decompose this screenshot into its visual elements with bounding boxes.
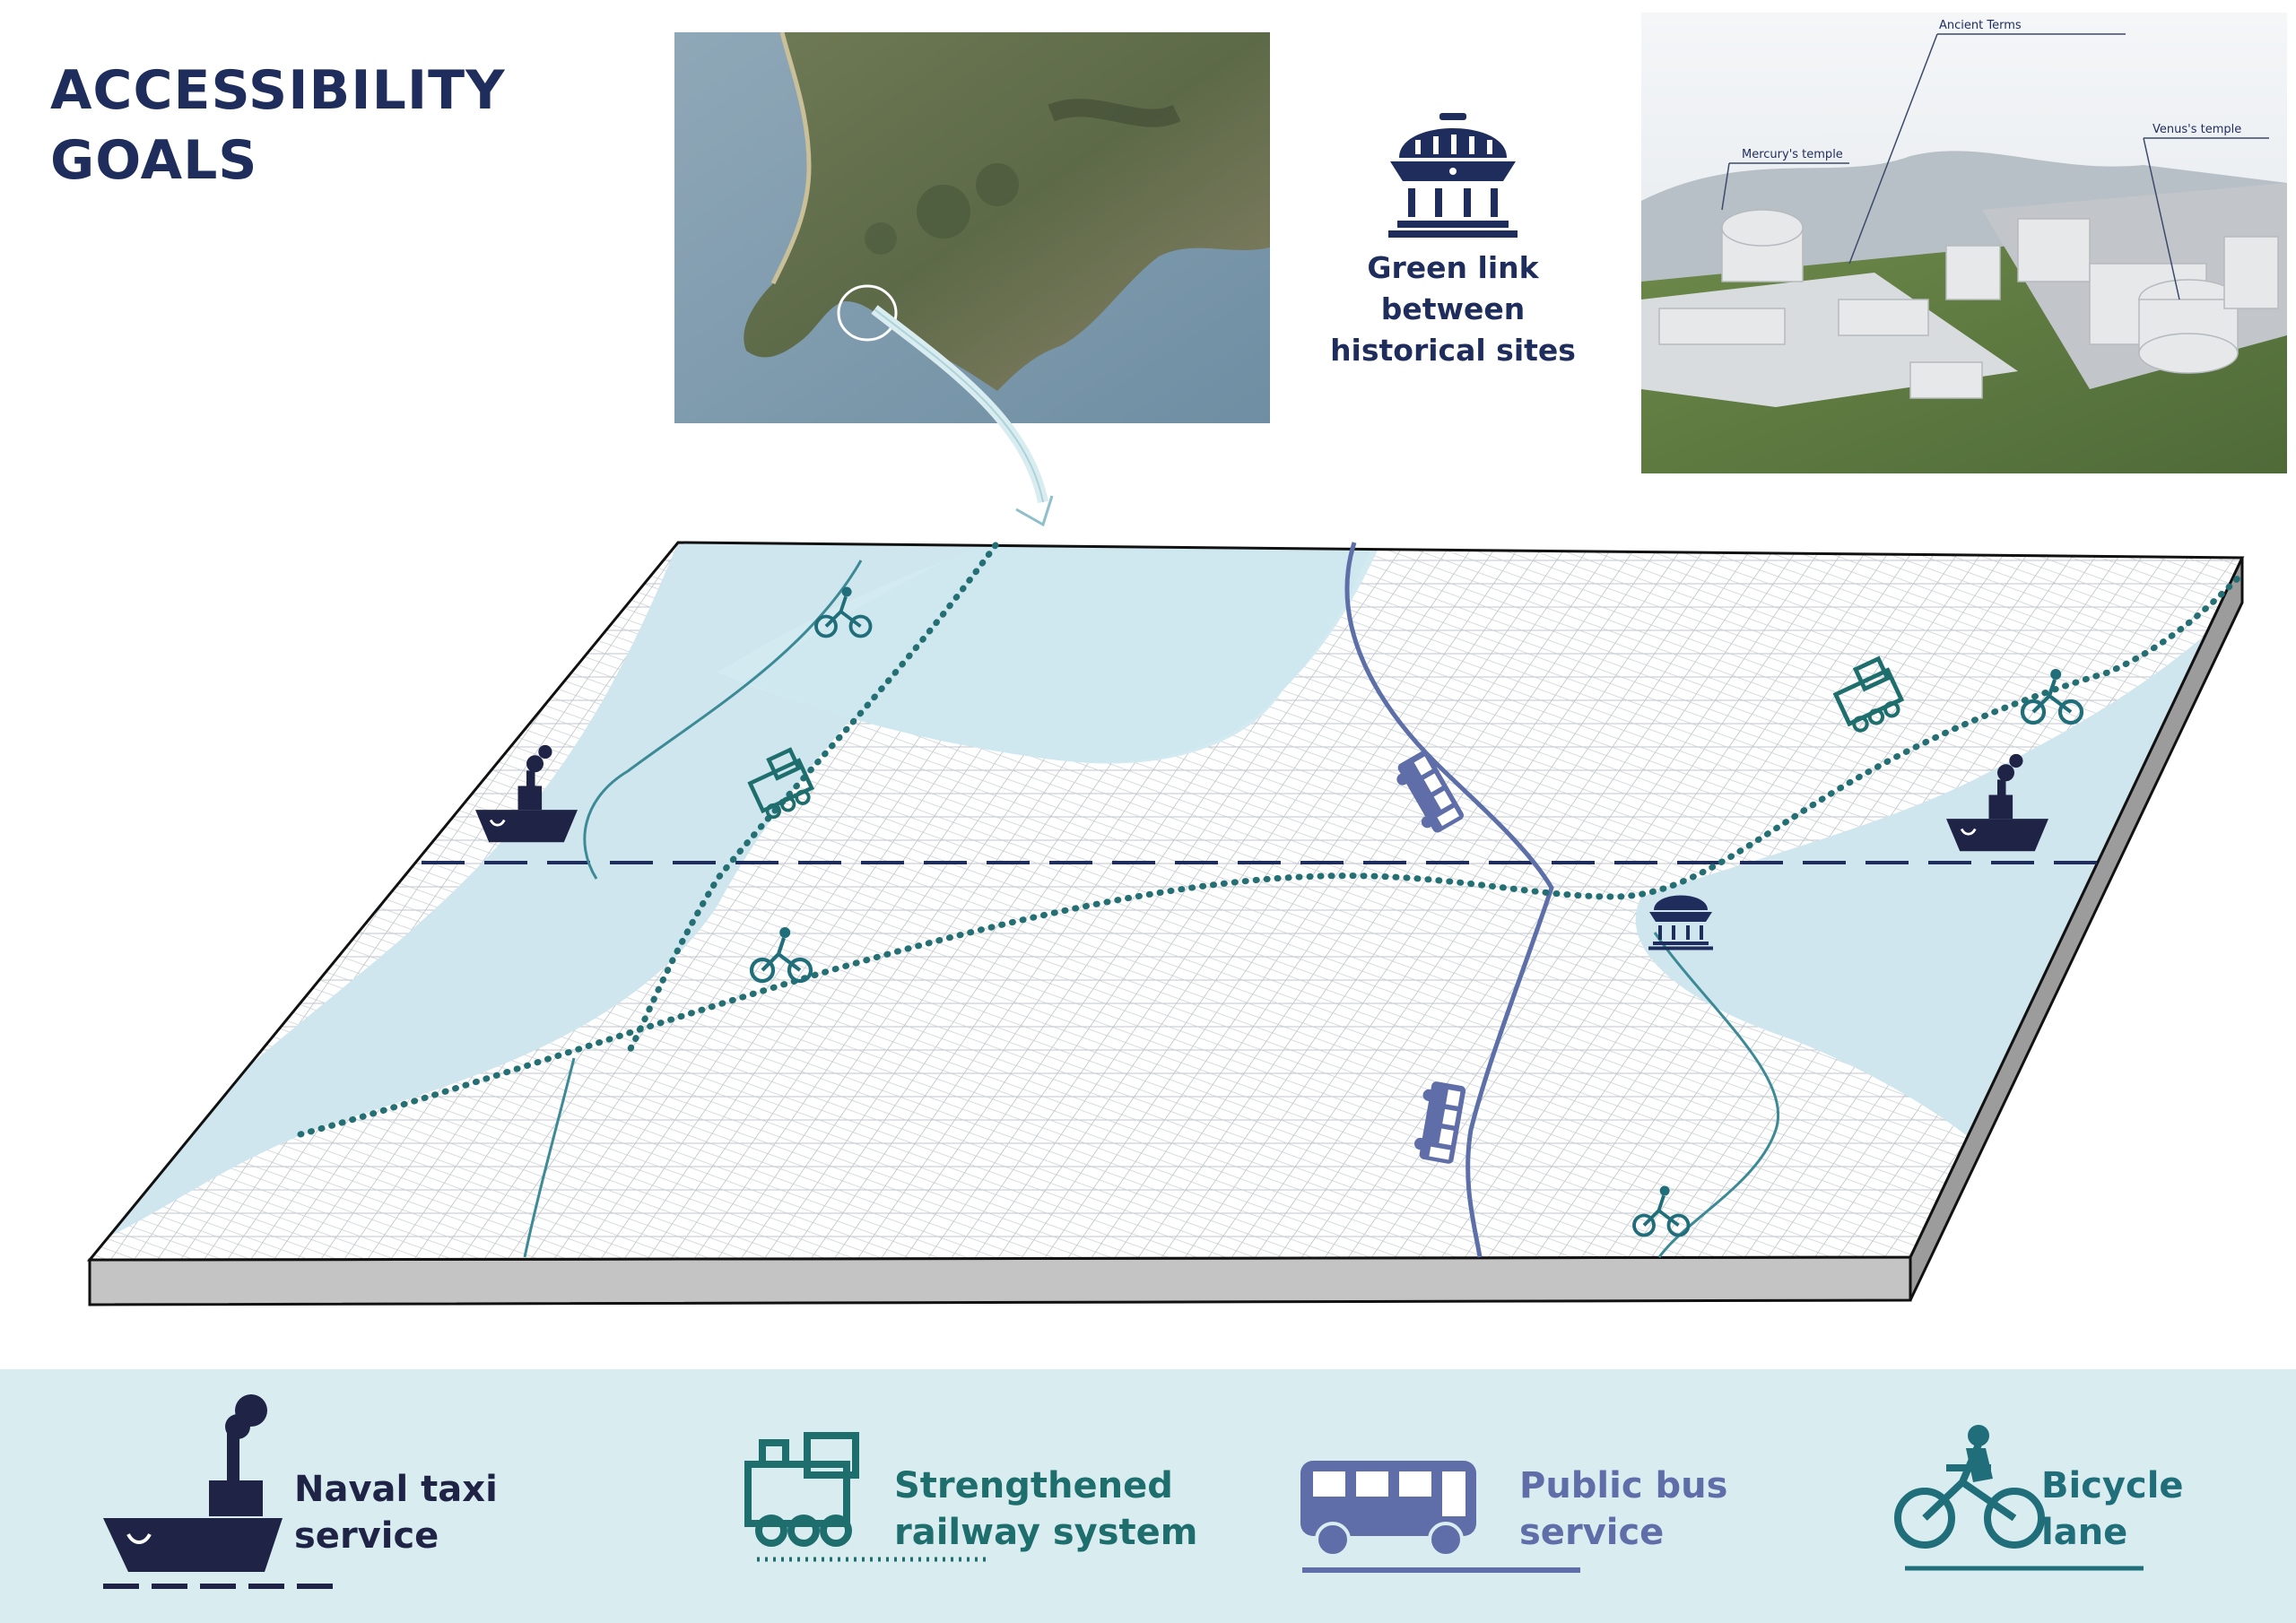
bike-route-east <box>1653 932 1779 1258</box>
train-icon-map-east <box>1832 655 1905 733</box>
map-top-outline <box>86 541 2245 1262</box>
legend-bus-line1: Public bus <box>1519 1465 1728 1506</box>
label-mercury-temple: Mercury's temple <box>1742 148 1843 161</box>
map-slab-front <box>88 1255 1912 1306</box>
bus-icon-map-north <box>1396 751 1464 833</box>
legend-bicycle-line2: lane <box>2041 1512 2128 1553</box>
label-ancient-terms: Ancient Terms <box>1939 19 2022 32</box>
historical-link-block: Green link between historical sites <box>1292 106 1614 368</box>
legend: Naval taxi service Strengthened railway … <box>0 1369 2296 1623</box>
focus-circle <box>837 284 898 342</box>
legend-naval-line1: Naval taxi <box>294 1469 498 1510</box>
legend-bus-label: Public bus service <box>1519 1462 1727 1556</box>
legend-bicycle-label: Bicycle lane <box>2041 1462 2184 1556</box>
bicycle-icon-map-east <box>2020 669 2084 725</box>
page-title: ACCESSIBILITY GOALS <box>50 56 506 195</box>
label-venus-temple: Venus's temple <box>2152 123 2241 136</box>
title-line-2: GOALS <box>50 129 258 192</box>
satellite-inset-map <box>674 32 1270 423</box>
legend-bicycle-line1: Bicycle <box>2041 1465 2184 1506</box>
legend-bus-line2: service <box>1519 1512 1665 1553</box>
site-render-image: Ancient Terms Mercury's temple Venus's t… <box>1641 13 2287 473</box>
temple-icon-map <box>1648 895 1713 950</box>
historical-link-caption: Green link between historical sites <box>1292 247 1614 371</box>
site-3d-render: Ancient Terms Mercury's temple Venus's t… <box>1641 13 2287 473</box>
train-icon-map-west <box>747 747 814 820</box>
axonometric-map <box>0 502 2296 1327</box>
train-icon <box>744 1432 987 1562</box>
satellite-image <box>674 32 1270 423</box>
bike-route-west <box>523 1057 576 1258</box>
bicycle-icon-map-south <box>1632 1185 1691 1237</box>
ship-icon-map-west <box>475 744 578 843</box>
temple-icon <box>1388 113 1518 238</box>
bicycle-icon-map-north <box>814 586 873 638</box>
zoom-arrow <box>871 305 1054 527</box>
bicycle-icon-map-west <box>749 927 813 984</box>
bus-icon <box>1300 1461 1580 1573</box>
railway-coastal <box>624 542 999 1057</box>
bus-icon-map-south <box>1413 1081 1466 1164</box>
ship-icon-map-east <box>1946 753 2048 852</box>
legend-railway-label: Strengthened railway system <box>894 1462 1197 1556</box>
bike-route-north <box>583 560 863 880</box>
title-line-1: ACCESSIBILITY <box>50 59 506 122</box>
ship-icon <box>103 1394 336 1589</box>
bicycle-icon <box>1894 1425 2144 1571</box>
caption-line-1: Green link between <box>1367 250 1539 326</box>
caption-line-2: historical sites <box>1330 333 1576 368</box>
map-canvas <box>86 541 2246 1306</box>
legend-railway-line2: railway system <box>894 1512 1198 1553</box>
legend-naval-line2: service <box>294 1515 439 1557</box>
bus-route <box>1344 542 1554 1258</box>
legend-naval-label: Naval taxi service <box>294 1466 498 1559</box>
railway-main <box>297 570 2246 1138</box>
legend-railway-line1: Strengthened <box>894 1465 1173 1506</box>
